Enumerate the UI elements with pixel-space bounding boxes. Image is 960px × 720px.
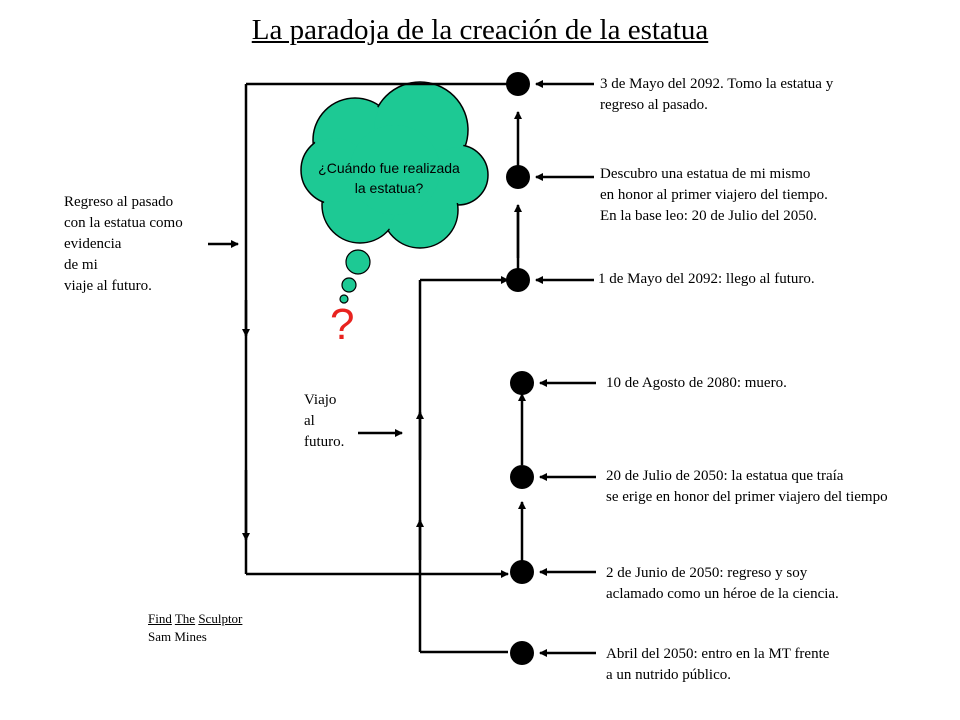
thought-bubble-medium	[341, 277, 357, 293]
page-title: La paradoja de la creación de la estatua	[251, 14, 709, 46]
credit: Find The Sculptor Sam Mines	[148, 610, 242, 646]
event-dot-2050-06-02	[510, 560, 534, 584]
label-arrows	[208, 80, 596, 657]
event-dot-2050-04	[510, 641, 534, 665]
credit-author: Sam Mines	[148, 629, 207, 644]
event-label-2050-07-20: 20 de Julio de 2050: la estatua que traí…	[606, 468, 888, 505]
event-dot-2050-07-20	[510, 465, 534, 489]
future-loop	[418, 276, 509, 654]
thought-bubble-small	[339, 294, 349, 304]
travel-note: Viajo al futuro.	[304, 392, 345, 450]
credit-title: Find The Sculptor	[148, 610, 242, 628]
event-label-2092-05-01: 1 de Mayo del 2092: llego al futuro.	[598, 271, 815, 287]
return-note: Regreso al pasado con la estatua como ev…	[64, 194, 183, 294]
thought-bubble-large	[345, 249, 371, 275]
event-dot-2080-08-10	[510, 371, 534, 395]
event-label-2080-08-10: 10 de Agosto de 2080: muero.	[606, 375, 787, 391]
credit-word: Sculptor	[198, 611, 243, 626]
event-dot-2092-05-01	[506, 268, 530, 292]
thought-cloud-fill	[303, 84, 486, 246]
credit-word: The	[174, 611, 196, 626]
event-dot-2092-statue	[506, 165, 530, 189]
thought-question: ¿Cuándo fue realizada la estatua?	[318, 160, 460, 196]
event-dot-2092-05-03	[506, 72, 530, 96]
question-mark: ?	[330, 300, 355, 349]
credit-word: Find	[148, 611, 172, 626]
